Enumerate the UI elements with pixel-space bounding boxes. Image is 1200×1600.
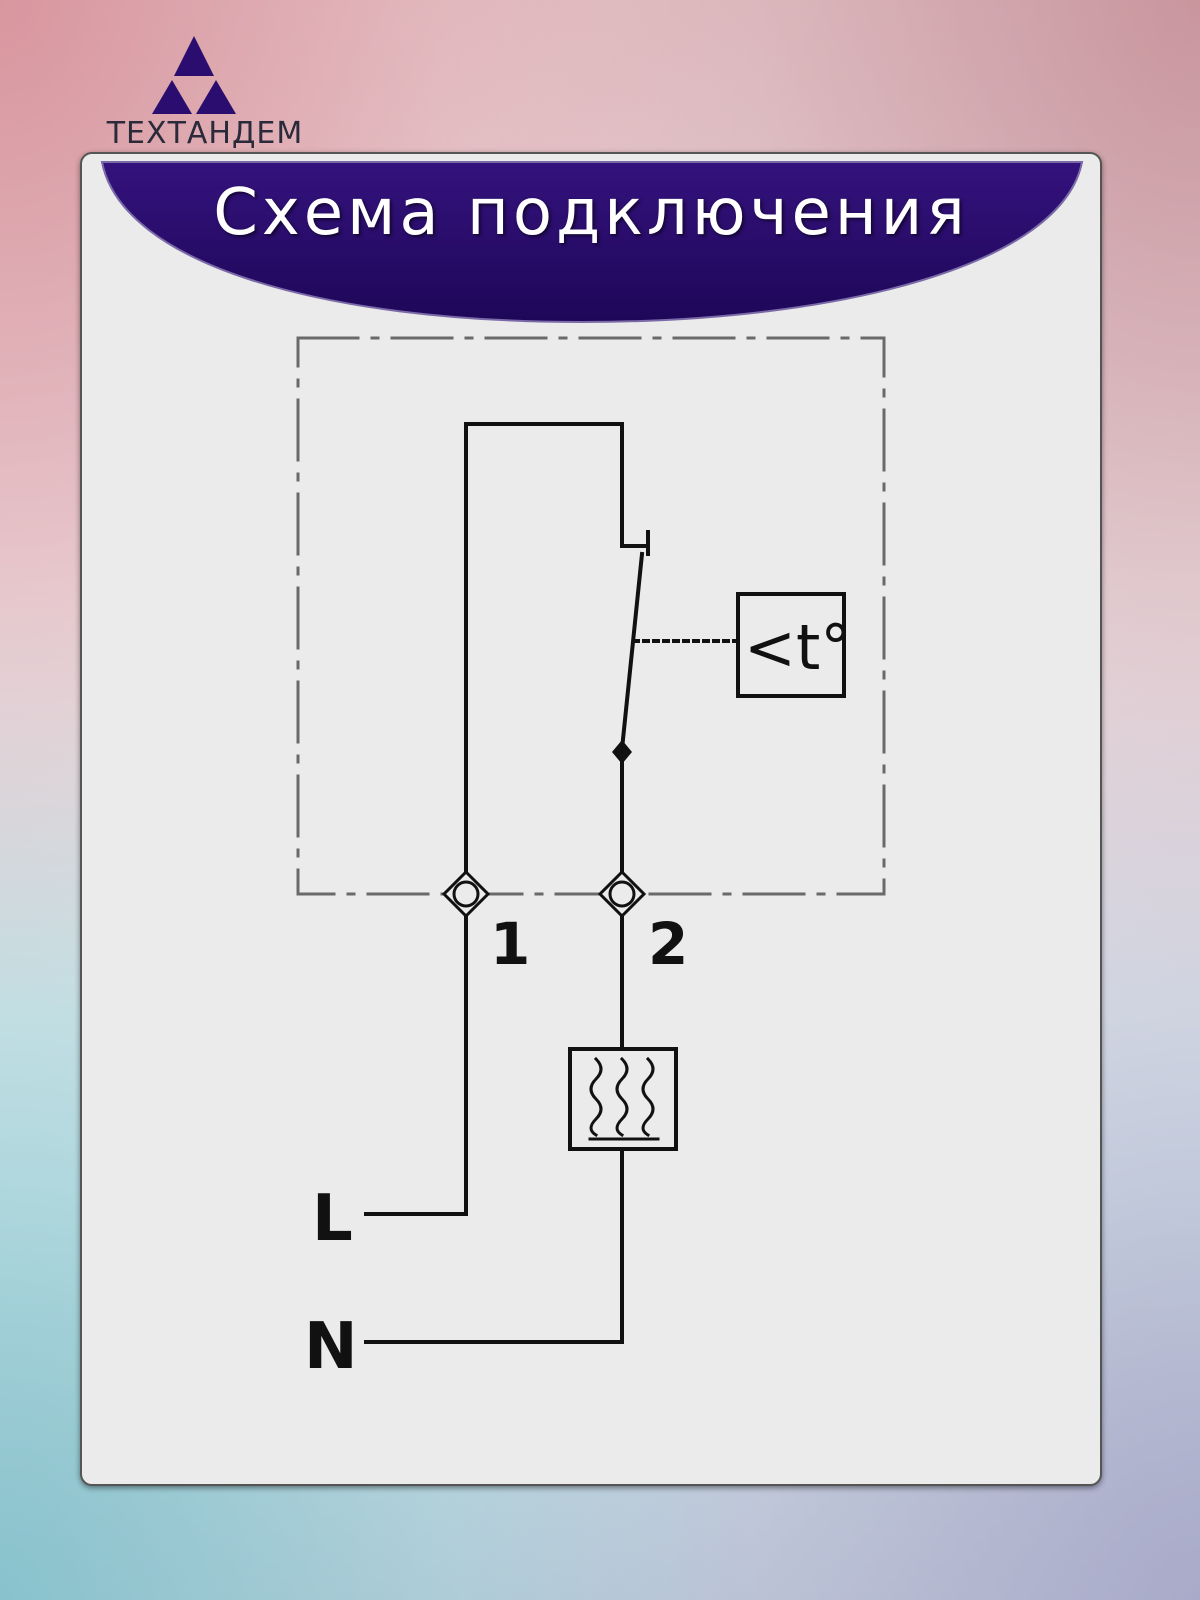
heater-element-icon <box>588 1056 660 1141</box>
diagram-card: Схема подключения <box>80 152 1102 1486</box>
sensor-label: <t° <box>744 611 851 684</box>
enclosure-boundary <box>296 336 886 896</box>
terminal-2-circle <box>608 880 636 908</box>
brand-name: ТЕХТАНДЕМ <box>106 116 304 151</box>
heater-box <box>568 1047 678 1151</box>
triangle-logo-icon <box>152 36 236 114</box>
wire-line-loop <box>464 422 624 1216</box>
neutral-label: N <box>304 1310 358 1384</box>
temperature-sensor-box <box>736 592 846 698</box>
header-banner <box>100 161 1084 324</box>
wiring-diagram: 1 2 L N <t° <box>296 336 886 1384</box>
brand-logo: ТЕХТАНДЕМ <box>90 36 320 156</box>
terminal-1-circle <box>452 880 480 908</box>
terminal-1-label: 1 <box>490 910 530 978</box>
wire-neutral <box>364 1147 624 1344</box>
line-label: L <box>312 1182 353 1256</box>
terminal-2-label: 2 <box>648 910 688 978</box>
page-title: Схема подключения <box>213 176 969 250</box>
switch-pivot <box>612 740 632 764</box>
switch-blade <box>619 551 645 752</box>
